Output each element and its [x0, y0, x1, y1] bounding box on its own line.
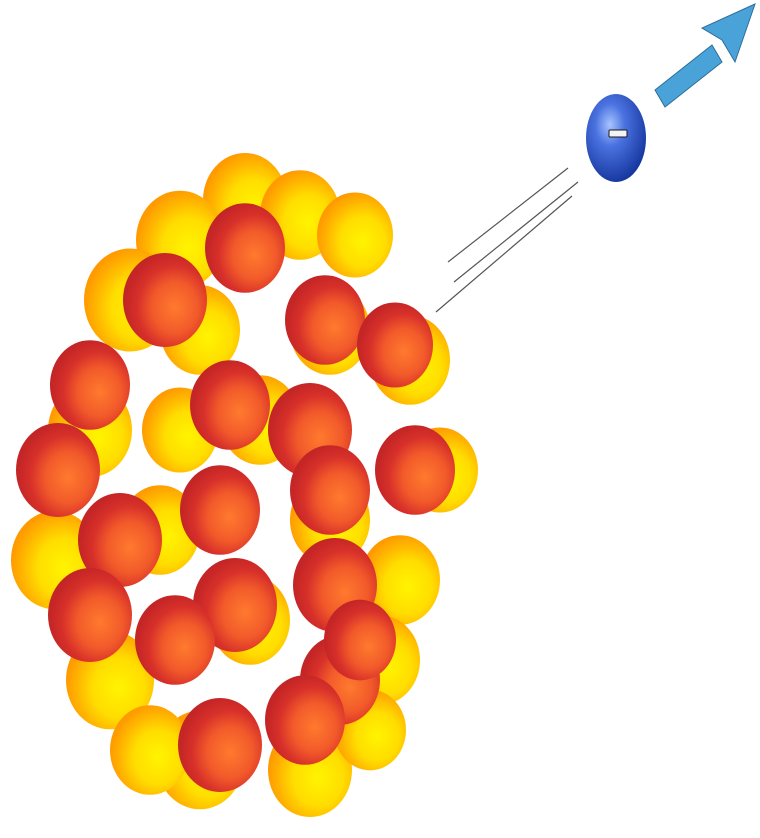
motion-lines: [436, 168, 578, 312]
proton-particle: [178, 698, 262, 792]
proton-particle: [205, 203, 285, 293]
proton-particle: [285, 275, 365, 365]
minus-sign-icon: [609, 130, 627, 137]
arrow-shaft: [655, 45, 722, 107]
proton-particle: [123, 253, 207, 347]
proton-particle: [190, 360, 270, 450]
proton-particle: [135, 595, 215, 685]
proton-particle: [50, 340, 130, 430]
proton-particle: [324, 600, 396, 681]
proton-particle: [265, 675, 345, 765]
motion-line: [454, 182, 578, 282]
electron-particle: [586, 94, 646, 182]
arrow-icon: [655, 4, 755, 107]
proton-particle: [290, 445, 370, 535]
proton-particle: [16, 423, 100, 517]
electron: −: [586, 94, 646, 182]
proton-particle: [48, 568, 132, 662]
motion-line: [436, 196, 572, 312]
proton-particle: [375, 425, 455, 515]
neutron-particle: [317, 192, 393, 277]
proton-particle: [357, 302, 433, 387]
atomic-nucleus: [11, 153, 478, 817]
neutron-particle: [110, 705, 190, 795]
proton-particle: [180, 465, 260, 555]
